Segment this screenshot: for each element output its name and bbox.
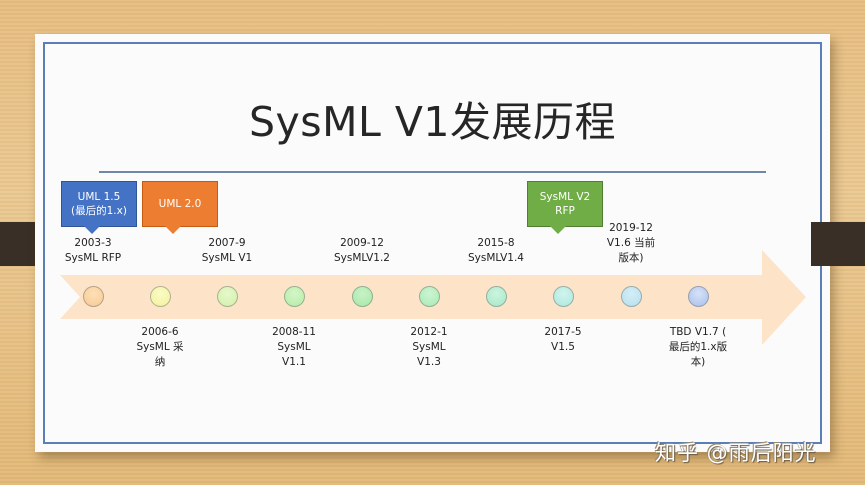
milestone-label-2012-1: 2012-1 SysML V1.3: [384, 325, 474, 370]
milestone-text: SysML V1: [201, 252, 253, 264]
milestone-date: 2008-11: [272, 326, 316, 338]
milestone-text: SysML: [277, 341, 311, 353]
callout-line1: UML 1.5: [77, 191, 121, 203]
milestone-dot-2003-3: [82, 286, 104, 307]
callout-uml-1-5: UML 1.5 (最后的1.x): [61, 181, 137, 234]
callout-line2: (最后的1.x): [71, 205, 127, 217]
milestone-label-2019-12: 2019-12 V1.6 当前 版本): [586, 221, 676, 266]
milestone-date: 2015-8: [477, 237, 515, 249]
right-binder-clip: [811, 222, 865, 266]
milestone-dot-2008-11: [283, 286, 305, 307]
callout-line1: UML 2.0: [158, 198, 202, 210]
milestone-label-2015-8: 2015-8 SysMLV1.4: [451, 236, 541, 266]
milestone-text: SysML 采: [136, 341, 184, 353]
milestone-date: TBD V1.7 (: [669, 326, 727, 338]
milestone-text: V1.1: [282, 356, 306, 368]
milestone-text: SysML: [412, 341, 446, 353]
milestone-text: 本): [690, 356, 706, 368]
milestone-label-2017-5: 2017-5 V1.5: [518, 325, 608, 355]
milestone-dot-2012-1: [418, 286, 440, 307]
milestone-text: V1.3: [417, 356, 441, 368]
milestone-date: 2003-3: [74, 237, 112, 249]
slide-title: SysML V1发展历程: [248, 98, 617, 146]
milestone-label-2006-6: 2006-6 SysML 采 纳: [115, 325, 205, 370]
milestone-text: V1.5: [551, 341, 575, 353]
milestone-date: 2007-9: [208, 237, 246, 249]
milestone-date: 2012-1: [410, 326, 448, 338]
milestone-text: SysMLV1.4: [468, 252, 524, 264]
milestone-label-2009-12: 2009-12 SysMLV1.2: [317, 236, 407, 266]
title-underline: [99, 171, 766, 173]
callout-uml-2-0: UML 2.0: [142, 181, 218, 234]
milestone-text: 纳: [154, 356, 166, 368]
milestone-date: 2019-12: [609, 222, 653, 234]
milestone-text: 版本): [618, 252, 644, 264]
milestone-dot-2019-12: [620, 286, 642, 307]
watermark: 知乎 @雨后阳光: [655, 441, 817, 465]
milestone-label-2008-11: 2008-11 SysML V1.1: [249, 325, 339, 370]
callout-line1: SysML V2: [539, 191, 591, 203]
milestone-label-2003-3: 2003-3 SysML RFP: [48, 236, 138, 266]
milestone-date: 2017-5: [544, 326, 582, 338]
milestone-date: 2009-12: [340, 237, 384, 249]
milestone-date: 2006-6: [141, 326, 179, 338]
slide-card: [35, 34, 830, 452]
milestone-dot-tbd-v1-7: [687, 286, 709, 307]
milestone-dot-2007-9: [216, 286, 238, 307]
milestone-text: V1.6 当前: [606, 237, 656, 249]
milestone-text: SysMLV1.2: [334, 252, 390, 264]
milestone-text: SysML RFP: [64, 252, 122, 264]
callout-sysml-v2-rfp: SysML V2 RFP: [527, 181, 603, 234]
milestone-dot-2009-12: [351, 286, 373, 307]
callout-line2: RFP: [555, 205, 575, 217]
milestone-dot-2006-6: [149, 286, 171, 307]
milestone-label-2007-9: 2007-9 SysML V1: [182, 236, 272, 266]
milestone-dot-2017-5: [552, 286, 574, 307]
milestone-dot-2015-8: [485, 286, 507, 307]
milestone-text: 最后的1.x版: [668, 341, 728, 353]
milestone-label-tbd-v1-7: TBD V1.7 ( 最后的1.x版 本): [653, 325, 743, 370]
